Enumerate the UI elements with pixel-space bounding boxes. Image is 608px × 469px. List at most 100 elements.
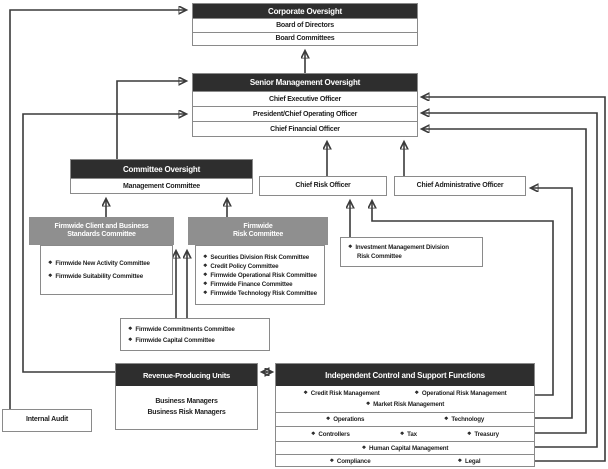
function-label: Technology [451, 416, 485, 423]
function-item: ❖Human Capital Management [362, 445, 449, 452]
committee-item-label: Firmwide Operational Risk Committee [210, 271, 317, 279]
firmwide-client-header: Firmwide Client and Business Standards C… [29, 217, 174, 245]
committee-oversight-box: Committee Oversight Management Committee [70, 159, 253, 194]
committee-oversight-title: Committee Oversight [71, 160, 252, 178]
function-item: ❖Compliance [330, 458, 371, 465]
committee-item-label: Securities Division Risk Committee [210, 253, 310, 261]
function-label: Operational Risk Management [421, 390, 507, 397]
committee-item: ❖Securities Division Risk Committee [203, 254, 324, 261]
revenue-units-box: Revenue-Producing Units Business Manager… [115, 363, 258, 430]
section-compliance-legal: ❖Compliance ❖Legal [276, 454, 534, 468]
diamond-bullet-icon: ❖ [444, 416, 449, 422]
diamond-bullet-icon: ❖ [303, 390, 308, 396]
function-item: ❖Market Risk Management [366, 401, 444, 408]
function-label: Tax [407, 430, 417, 438]
business-risk-managers: Business Risk Managers [147, 408, 226, 416]
firmwide-risk-title-line2: Risk Committee [232, 231, 284, 238]
function-label: Market Risk Management [373, 401, 445, 408]
corporate-oversight-title: Corporate Oversight [193, 4, 417, 18]
diamond-bullet-icon: ❖ [348, 244, 353, 250]
committee-item: ❖Firmwide Suitability Committee [48, 273, 172, 280]
section-controllers-tax-treasury: ❖Controllers ❖Tax ❖Treasury [276, 426, 534, 441]
firmwide-risk-body: ❖Securities Division Risk Committee ❖Cre… [195, 245, 325, 305]
diamond-bullet-icon: ❖ [414, 390, 420, 396]
section-risk-management: ❖Credit Risk Management ❖Operational Ris… [276, 386, 534, 412]
function-item: ❖Treasury [467, 431, 499, 438]
function-label: Compliance [336, 458, 371, 465]
function-label: Treasury [474, 430, 499, 438]
management-committee: Management Committee [71, 178, 252, 193]
firmwide-client-body: ❖Firmwide New Activity Committee ❖Firmwi… [40, 245, 173, 295]
function-label: Human Capital Management [369, 444, 449, 452]
chief-executive-officer: Chief Executive Officer [193, 91, 417, 106]
chief-financial-officer: Chief Financial Officer [193, 121, 417, 136]
section-operations-technology: ❖Operations ❖Technology [276, 412, 534, 426]
diamond-bullet-icon: ❖ [203, 262, 208, 269]
diamond-bullet-icon: ❖ [48, 273, 53, 279]
committee-item-label: Firmwide Capital Committee [135, 336, 215, 344]
committee-item: ❖Investment Management Division [348, 244, 482, 251]
diamond-bullet-icon: ❖ [203, 271, 208, 278]
corporate-oversight-box: Corporate Oversight Board of Directors B… [192, 3, 418, 46]
committee-item-label: Firmwide Finance Committee [210, 280, 293, 288]
firmwide-risk-header: Firmwide Risk Committee [188, 217, 328, 245]
committee-item: ❖Firmwide Commitments Committee [128, 326, 269, 333]
committee-item-label: Firmwide Suitability Committee [55, 273, 143, 280]
function-label: Operations [333, 416, 365, 423]
firmwide-risk-title-line1: Firmwide [243, 222, 273, 230]
committee-item: ❖Credit Policy Committee [203, 263, 324, 270]
function-label: Credit Risk Management [310, 390, 380, 397]
function-label: Legal [465, 458, 481, 465]
senior-management-title: Senior Management Oversight [193, 74, 417, 91]
committee-item-label: Firmwide Commitments Committee [135, 325, 235, 333]
independent-control-title: Independent Control and Support Function… [276, 364, 534, 386]
function-item: ❖Operational Risk Management [415, 390, 507, 397]
senior-management-box: Senior Management Oversight Chief Execut… [192, 73, 418, 137]
president-coo: President/Chief Operating Officer [193, 106, 417, 121]
committee-item: ❖Firmwide Operational Risk Committee [203, 272, 324, 279]
firmwide-client-title-line1: Firmwide Client and Business [54, 222, 149, 230]
function-item: ❖Operations [326, 416, 365, 423]
diamond-bullet-icon: ❖ [203, 253, 208, 260]
chief-admin-officer-box: Chief Administrative Officer [394, 176, 526, 196]
function-item: ❖Legal [458, 458, 481, 465]
function-item: ❖Tax [400, 431, 417, 438]
committee-item: ❖Firmwide Finance Committee [203, 281, 324, 288]
diamond-bullet-icon: ❖ [311, 430, 316, 437]
diamond-bullet-icon: ❖ [325, 416, 331, 422]
function-item: ❖Credit Risk Management [303, 390, 379, 397]
connector-committee-to-senior [116, 81, 186, 159]
diamond-bullet-icon: ❖ [128, 325, 133, 332]
committee-item-label: Credit Policy Committee [210, 262, 279, 270]
committee-item-label: Firmwide New Activity Committee [55, 260, 150, 267]
diamond-bullet-icon: ❖ [467, 430, 472, 437]
committee-item-continued: Risk Committee [357, 253, 402, 260]
committee-item: ❖Firmwide Technology Risk Committee [203, 290, 324, 297]
diamond-bullet-icon: ❖ [203, 289, 208, 296]
board-committees: Board Committees [193, 31, 417, 45]
section-human-capital: ❖Human Capital Management [276, 441, 534, 454]
board-of-directors: Board of Directors [193, 18, 417, 32]
independent-control-box: Independent Control and Support Function… [275, 363, 535, 467]
committee-item: ❖Firmwide New Activity Committee [48, 260, 172, 267]
diamond-bullet-icon: ❖ [361, 444, 367, 451]
diamond-bullet-icon: ❖ [329, 458, 335, 464]
firmwide-commitments-box: ❖Firmwide Commitments Committee ❖Firmwid… [120, 318, 270, 351]
function-label: Controllers [318, 430, 350, 438]
firmwide-client-title-line2: Standards Committee [67, 231, 136, 238]
chief-risk-officer-box: Chief Risk Officer [259, 176, 387, 196]
diamond-bullet-icon: ❖ [48, 260, 53, 266]
diamond-bullet-icon: ❖ [457, 458, 463, 464]
internal-audit-box: Internal Audit [2, 409, 92, 432]
diamond-bullet-icon: ❖ [128, 336, 133, 343]
committee-item: ❖Firmwide Capital Committee [128, 337, 269, 344]
committee-item-label: Investment Management Division [355, 244, 449, 251]
function-item: ❖Controllers [311, 431, 350, 438]
diamond-bullet-icon: ❖ [365, 401, 371, 407]
business-managers: Business Managers [155, 398, 218, 405]
revenue-units-title: Revenue-Producing Units [116, 364, 257, 386]
connector-operations-to-cao [531, 188, 573, 419]
diamond-bullet-icon: ❖ [399, 430, 405, 437]
committee-item-label: Firmwide Technology Risk Committee [210, 289, 317, 297]
